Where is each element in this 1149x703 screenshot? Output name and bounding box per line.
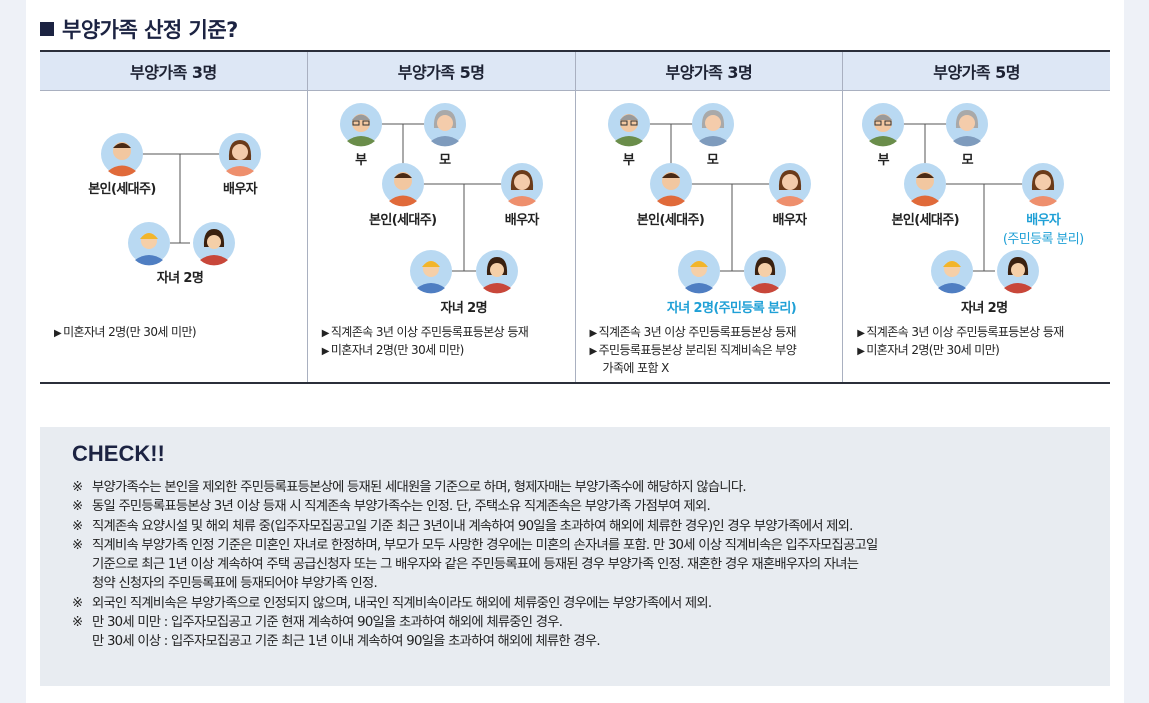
reference-mark-icon: ※ [72, 499, 83, 515]
column-header: 부양가족 5명 [307, 52, 575, 91]
spouse-avatar-icon [1022, 163, 1065, 207]
family-column-4: 부양가족 5명 부 모 본인(세대주) 배우자 [842, 52, 1110, 382]
column-header: 부양가족 3명 [40, 52, 307, 91]
mother-avatar-icon [423, 103, 466, 147]
triangle-bullet-icon: ▶ [54, 328, 62, 339]
family-column-1: 부양가족 3명 본인(세대주) 배우자 자녀 2명 ▶미혼자녀 2명(만 30세… [40, 52, 307, 382]
spouse-note-label: (주민등록 분리) [1002, 232, 1084, 247]
reference-mark-icon: ※ [72, 537, 83, 553]
triangle-bullet-icon: ▶ [321, 346, 330, 357]
note-line-continued: 가족에 포함 X [602, 361, 670, 375]
father-label: 부 [877, 153, 890, 168]
spouse-label: 배우자 [504, 213, 540, 228]
spouse-label: 배우자 [1026, 213, 1061, 228]
father-avatar-icon [862, 103, 905, 147]
self-avatar-icon [101, 133, 143, 177]
father-avatar-icon [607, 103, 650, 147]
child-avatar-icon [997, 250, 1040, 294]
family-tree-diagram [101, 133, 261, 266]
father-label: 부 [355, 153, 367, 168]
spouse-label: 배우자 [222, 182, 258, 197]
mother-label: 모 [706, 153, 719, 168]
self-label: 본인(세대주) [636, 213, 705, 228]
triangle-bullet-icon: ▶ [857, 328, 865, 339]
father-avatar-icon [339, 103, 382, 147]
family-column-3: 부양가족 3명 부 모 본인(세대주) 배우자 [574, 52, 843, 382]
children-label: 자녀 2명 [156, 271, 204, 286]
spouse-label: 배우자 [772, 213, 807, 228]
self-label: 본인(세대주) [88, 182, 156, 197]
column-header: 부양가족 5명 [843, 52, 1110, 91]
children-label: 자녀 2명(주민등록 분리) [666, 301, 797, 316]
mother-label: 모 [439, 153, 451, 168]
check-box: CHECK!! ※부양가족수는 본인을 제외한 주민등록표등본상에 등재된 세대… [40, 427, 1110, 686]
note-line: ▶직계존속 3년 이상 주민등록표등본상 등재 [857, 325, 1064, 339]
section-heading: 부양가족 산정 기준? [40, 14, 238, 44]
triangle-bullet-icon: ▶ [321, 328, 330, 339]
spouse-avatar-icon [219, 133, 261, 177]
column-notes: ▶미혼자녀 2명(만 30세 미만) [54, 324, 197, 342]
column-notes: ▶직계존속 3년 이상 주민등록표등본상 등재 ▶미혼자녀 2명(만 30세 미… [857, 324, 1064, 360]
note-line: ▶미혼자녀 2명(만 30세 미만) [54, 325, 197, 339]
self-label: 본인(세대주) [369, 213, 437, 228]
reference-mark-icon: ※ [72, 518, 83, 534]
check-title: CHECK!! [72, 441, 165, 466]
father-label: 부 [622, 153, 635, 168]
column-body: 부 모 본인(세대주) 배우자 (주민등록 분리) 자녀 2명 ▶직계존속 3년… [843, 91, 1110, 382]
triangle-bullet-icon: ▶ [589, 328, 598, 339]
child-avatar-icon [475, 250, 518, 294]
check-item-continued: 청약 신청자의 주민등록표에 등재되어야 부양가족 인정. [92, 576, 378, 592]
child-avatar-icon [931, 250, 974, 294]
children-label: 자녀 2명 [440, 301, 488, 316]
self-avatar-icon [381, 163, 424, 207]
triangle-bullet-icon: ▶ [589, 346, 598, 357]
children-label: 자녀 2명 [961, 301, 1008, 316]
note-line: ▶직계존속 3년 이상 주민등록표등본상 등재 [321, 325, 529, 339]
child-avatar-icon [743, 250, 786, 294]
check-item: ※직계존속 요양시설 및 해외 체류 중(입주자모집공고일 기준 최근 3년이내… [72, 517, 1097, 536]
check-list: ※부양가족수는 본인을 제외한 주민등록표등본상에 등재된 세대원을 기준으로 … [72, 478, 1097, 652]
child-avatar-icon [677, 250, 720, 294]
check-item: ※부양가족수는 본인을 제외한 주민등록표등본상에 등재된 세대원을 기준으로 … [72, 478, 1097, 497]
column-body: 부 모 본인(세대주) 배우자 자녀 2명(주민등록 분리) ▶직계존속 3년 … [576, 91, 843, 382]
reference-mark-icon: ※ [72, 615, 83, 631]
self-avatar-icon [649, 163, 692, 207]
reference-mark-icon: ※ [72, 595, 83, 611]
check-item-continued: 기준으로 최근 1년 이상 계속하여 주택 공급신청자 또는 그 배우자와 같은… [92, 557, 859, 573]
child-avatar-icon [128, 222, 170, 266]
column-body: 부 모 본인(세대주) 배우자 자녀 2명 ▶직계존속 3년 이상 주민등록표등… [308, 91, 575, 382]
family-tree-diagram [339, 103, 543, 294]
check-item: ※동일 주민등록표등본상 3년 이상 등재 시 직계존속 부양가족수는 인정. … [72, 497, 1097, 516]
mother-avatar-icon [691, 103, 734, 147]
family-tree-diagram [607, 103, 811, 294]
check-item: ※외국인 직계비속은 부양가족으로 인정되지 않으며, 내국인 직계비속이라도 … [72, 594, 1097, 613]
spouse-avatar-icon [500, 163, 543, 207]
section-heading-text: 부양가족 산정 기준? [62, 18, 238, 42]
child-avatar-icon [409, 250, 452, 294]
check-item-continued: 만 30세 이상 : 입주자모집공고 기준 최근 1년 이내 계속하여 90일을… [92, 634, 601, 650]
check-item: ※직계비속 부양가족 인정 기준은 미혼인 자녀로 한정하며, 부모가 모두 사… [72, 536, 1097, 555]
reference-mark-icon: ※ [72, 480, 83, 495]
note-line: ▶주민등록표등본상 분리된 직계비속은 부양 [589, 343, 797, 357]
column-body: 본인(세대주) 배우자 자녀 2명 ▶미혼자녀 2명(만 30세 미만) [40, 91, 307, 382]
self-avatar-icon [904, 163, 947, 207]
mother-avatar-icon [946, 103, 989, 147]
child-avatar-icon [193, 222, 235, 266]
note-line: ▶미혼자녀 2명(만 30세 미만) [321, 343, 465, 357]
check-item: ※만 30세 미만 : 입주자모집공고 기준 현재 계속하여 90일을 초과하여… [72, 613, 1097, 632]
spouse-avatar-icon [768, 163, 811, 207]
column-header: 부양가족 3명 [575, 52, 843, 91]
column-notes: ▶직계존속 3년 이상 주민등록표등본상 등재 ▶주민등록표등본상 분리된 직계… [590, 324, 797, 377]
square-bullet-icon [40, 22, 54, 36]
triangle-bullet-icon: ▶ [857, 346, 865, 357]
family-tree-diagram [862, 103, 1065, 294]
family-column-2: 부양가족 5명 부 모 본인(세대주) 배우자 [306, 52, 575, 382]
note-line: ▶미혼자녀 2명(만 30세 미만) [857, 343, 1000, 357]
family-table: 부양가족 3명 본인(세대주) 배우자 자녀 2명 ▶미혼자녀 2명(만 30세… [40, 50, 1110, 384]
note-line: ▶직계존속 3년 이상 주민등록표등본상 등재 [589, 325, 797, 339]
mother-label: 모 [961, 153, 974, 168]
column-notes: ▶직계존속 3년 이상 주민등록표등본상 등재 ▶미혼자녀 2명(만 30세 미… [321, 324, 529, 360]
self-label: 본인(세대주) [891, 213, 960, 228]
